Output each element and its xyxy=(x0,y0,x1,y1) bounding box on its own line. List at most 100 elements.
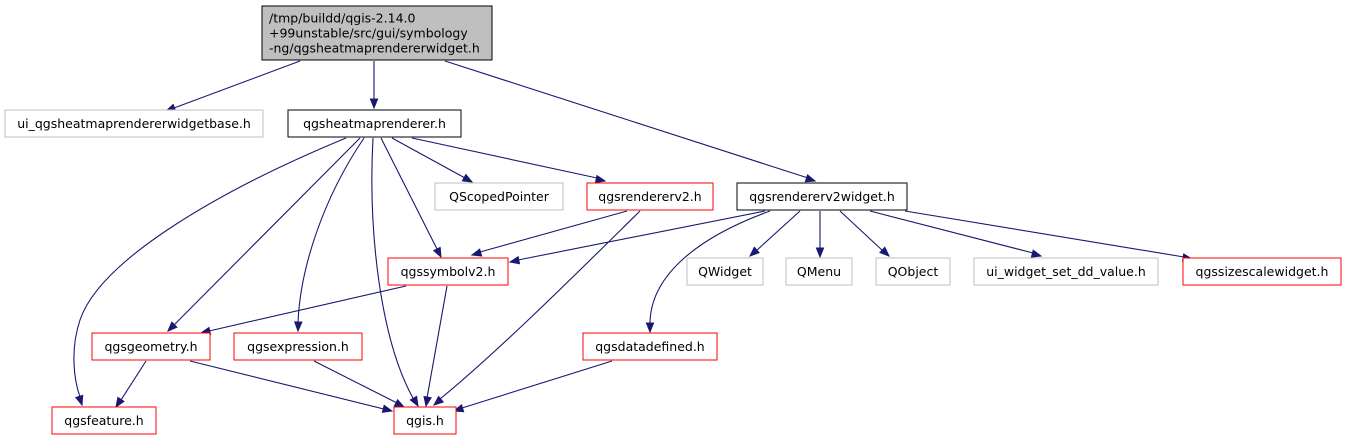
node-qobject[interactable]: QObject xyxy=(875,257,951,286)
node-label: QObject xyxy=(888,264,939,279)
edge-root-to-rendererv2widget xyxy=(444,60,817,183)
node-qscoped[interactable]: QScopedPointer xyxy=(434,182,564,211)
edge-line xyxy=(173,137,361,326)
edge-line xyxy=(297,137,365,324)
edge-line xyxy=(439,210,641,400)
node-label: qgsdatadefined.h xyxy=(595,339,704,354)
node-ui_dd[interactable]: ui_widget_set_dd_value.h xyxy=(973,257,1159,286)
node-sizescale[interactable]: qgssizescalewidget.h xyxy=(1182,257,1342,286)
node-rendererv2widget[interactable]: qgsrendererv2widget.h xyxy=(736,182,908,211)
edge-arrowhead xyxy=(432,246,442,259)
node-qgis[interactable]: qgis.h xyxy=(393,406,457,435)
node-label: qgssizescalewidget.h xyxy=(1196,264,1329,279)
node-datadefined[interactable]: qgsdatadefined.h xyxy=(582,332,718,361)
edge-arrowhead xyxy=(1030,249,1043,258)
edge-heatmap-to-expression xyxy=(293,137,365,333)
node-label: QScopedPointer xyxy=(449,189,550,204)
edge-arrowhead xyxy=(74,394,84,407)
edge-arrowhead xyxy=(508,255,521,265)
edge-expression-to-qgis xyxy=(313,360,406,408)
node-root: /tmp/buildd/qgis-2.14.0+99unstable/src/g… xyxy=(261,5,493,61)
node-box xyxy=(686,257,764,286)
edge-line xyxy=(517,210,766,261)
edge-line xyxy=(755,210,801,252)
node-label: qgsexpression.h xyxy=(247,339,349,354)
node-symbolv2[interactable]: qgssymbolv2.h xyxy=(387,257,509,286)
edge-line xyxy=(313,360,398,404)
edge-symbolv2-to-geometry xyxy=(199,285,407,336)
edge-line xyxy=(208,285,407,332)
node-box xyxy=(91,332,211,361)
edge-line xyxy=(380,137,438,250)
node-box xyxy=(233,332,363,361)
edge-root-to-heatmap xyxy=(369,61,379,110)
edge-rendererv2-to-symbolv2 xyxy=(470,210,628,257)
edge-line xyxy=(173,60,301,109)
edge-rendererv2widget-to-datadefined xyxy=(645,210,771,334)
node-box xyxy=(736,182,908,211)
node-qwidget[interactable]: QWidget xyxy=(686,257,764,286)
node-rendererv2[interactable]: qgsrendererv2.h xyxy=(586,182,714,211)
node-label: qgsrendererv2widget.h xyxy=(749,189,895,204)
node-box xyxy=(387,257,509,286)
edge-arrowhead xyxy=(293,321,303,333)
edge-heatmap-to-symbolv2 xyxy=(380,137,442,259)
node-expression[interactable]: qgsexpression.h xyxy=(233,332,363,361)
edge-rendererv2widget-to-qmenu xyxy=(815,211,825,259)
node-box xyxy=(287,109,462,138)
node-heatmap[interactable]: qgsheatmaprenderer.h xyxy=(287,109,462,138)
edge-line xyxy=(479,210,628,253)
node-box xyxy=(393,406,457,435)
node-label: +99unstable/src/gui/symbology xyxy=(269,26,468,41)
node-label: ui_widget_set_dd_value.h xyxy=(986,264,1146,279)
edge-line xyxy=(426,285,448,399)
node-feature[interactable]: qgsfeature.h xyxy=(51,406,157,435)
edge-symbolv2-to-qgis xyxy=(423,285,448,408)
edge-heatmap-to-feature xyxy=(73,137,347,407)
node-box xyxy=(434,182,564,211)
edge-arrowhead xyxy=(432,395,445,406)
node-ui_base[interactable]: ui_qgsheatmaprendererwidgetbase.h xyxy=(4,109,264,138)
edge-heatmap-to-rendererv2 xyxy=(411,137,607,184)
node-geometry[interactable]: qgsgeometry.h xyxy=(91,332,211,361)
edges-layer xyxy=(73,60,1194,413)
node-label: qgsfeature.h xyxy=(64,413,143,428)
node-label: qgsrendererv2.h xyxy=(598,189,701,204)
node-box xyxy=(973,257,1159,286)
edge-rendererv2widget-to-qobject xyxy=(839,210,890,257)
edge-rendererv2widget-to-qwidget xyxy=(748,210,801,257)
edge-line xyxy=(411,137,598,179)
edge-geometry-to-feature xyxy=(115,360,147,409)
node-label: /tmp/buildd/qgis-2.14.0 xyxy=(269,11,415,26)
edge-arrowhead xyxy=(393,398,406,408)
node-box xyxy=(1182,257,1342,286)
edge-geometry-to-qgis xyxy=(189,360,394,413)
edge-heatmap-to-qscoped xyxy=(391,137,474,183)
edge-line xyxy=(461,360,613,409)
edge-line xyxy=(904,210,1185,258)
edge-arrowhead xyxy=(381,404,394,413)
nodes-layer: /tmp/buildd/qgis-2.14.0+99unstable/src/g… xyxy=(4,5,1342,435)
edge-arrowhead xyxy=(594,174,607,184)
edge-arrowhead xyxy=(815,247,825,259)
edge-arrowhead xyxy=(804,173,817,183)
edge-arrowhead xyxy=(748,246,760,257)
edge-line xyxy=(189,360,385,410)
edge-arrowhead xyxy=(423,395,432,408)
edge-arrowhead xyxy=(879,246,890,257)
node-box xyxy=(586,182,714,211)
node-box xyxy=(4,109,264,138)
node-qmenu[interactable]: QMenu xyxy=(785,257,853,286)
edge-arrowhead xyxy=(369,98,379,110)
edge-line xyxy=(869,210,1034,254)
edge-line xyxy=(73,137,347,398)
edge-line xyxy=(839,210,884,252)
node-box xyxy=(261,5,493,61)
node-box xyxy=(875,257,951,286)
node-box xyxy=(51,406,157,435)
edge-arrowhead xyxy=(461,173,474,183)
node-label: qgssymbolv2.h xyxy=(401,264,496,279)
node-label: qgsheatmaprenderer.h xyxy=(303,116,446,131)
edge-datadefined-to-qgis xyxy=(452,360,613,413)
